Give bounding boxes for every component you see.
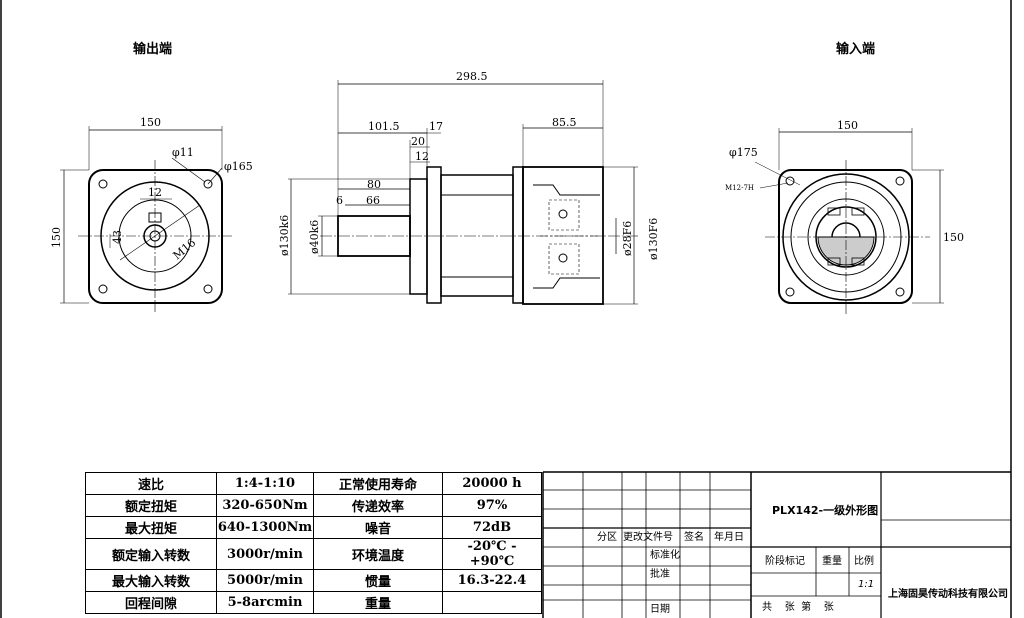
- tb-sign: 签名: [684, 532, 704, 543]
- spec-row: 速比 1:4-1:10 正常使用寿命 20000 h: [85, 472, 542, 495]
- side-shaft-len-dim: 80: [367, 178, 381, 191]
- spec-row: 回程间隙 5-8arcmin 重量: [85, 591, 542, 614]
- back-thread-dim: M12-7H: [725, 184, 754, 192]
- side-input-spigot-dim: ø130F6: [647, 218, 660, 260]
- front-key-width-dim: 12: [148, 186, 162, 199]
- spec-key: 速比: [85, 472, 217, 495]
- tb-date: 日期: [650, 604, 670, 615]
- spec-table: 速比 1:4-1:10 正常使用寿命 20000 h 额定扭矩 320-650N…: [85, 472, 542, 614]
- tb-approve: 批准: [650, 569, 670, 580]
- back-width-dim: 150: [837, 119, 858, 132]
- title-block-grid: [542, 471, 1011, 618]
- back-pcd-dim: φ175: [729, 146, 758, 159]
- side-pilot-dim: 20: [411, 135, 425, 148]
- side-key-offset-dim: 6: [336, 194, 343, 207]
- side-total-dim: 298.5: [456, 70, 488, 83]
- front-thread-dim: M16: [171, 236, 199, 262]
- input-end-label: 输入端: [836, 41, 875, 57]
- spec-value: 97%: [442, 494, 542, 517]
- drawing-title: PLX142-一级外形图: [772, 504, 879, 517]
- spec-value: 5-8arcmin: [216, 591, 314, 614]
- spec-value: [442, 591, 542, 614]
- spec-value: 320-650Nm: [216, 494, 314, 517]
- front-pcd-dim: φ165: [224, 160, 253, 173]
- spec-value: 5000r/min: [216, 569, 314, 592]
- tb-scale: 比例: [854, 556, 874, 567]
- spec-key: 噪音: [313, 516, 443, 539]
- spec-key: 惯量: [313, 569, 443, 592]
- side-shaft-dim: ø40k6: [308, 220, 321, 254]
- tb-zone: 分区: [597, 532, 617, 543]
- spec-row: 额定扭矩 320-650Nm 传递效率 97%: [85, 494, 542, 517]
- spec-value: 72dB: [442, 516, 542, 539]
- output-end-label: 输出端: [133, 41, 172, 57]
- tb-date-ymd: 年月日: [714, 532, 744, 543]
- tb-change-doc: 更改文件号: [623, 532, 673, 543]
- back-view: [754, 128, 944, 315]
- spec-key: 正常使用寿命: [313, 472, 443, 495]
- side-bore-dim: ø28F6: [621, 221, 634, 256]
- side-flange-dim: 101.5: [368, 120, 400, 133]
- spec-value: 1:4-1:10: [216, 472, 314, 495]
- tb-weight: 重量: [822, 556, 842, 567]
- front-bolt-hole-dim: φ11: [172, 146, 194, 159]
- tb-stage-mark: 阶段标记: [765, 556, 805, 567]
- tb-standardize: 标准化: [650, 550, 680, 561]
- spec-key: 重量: [313, 591, 443, 614]
- spec-key: 最大扭矩: [85, 516, 217, 539]
- spec-value: 640-1300Nm: [216, 516, 314, 539]
- back-height-dim: 150: [943, 231, 964, 244]
- tb-scale-value: 1:1: [858, 579, 875, 590]
- spec-key: 额定输入转数: [85, 538, 217, 570]
- spec-key: 传递效率: [313, 494, 443, 517]
- spec-value: 20000 h: [442, 472, 542, 495]
- spec-value: -20℃ - +90℃: [442, 538, 542, 570]
- front-height-dim: 150: [50, 227, 63, 248]
- spec-key: 回程间隙: [85, 591, 217, 614]
- tb-company: 上海固昊传动科技有限公司: [888, 589, 1008, 600]
- side-shaft-key-dim: 66: [366, 194, 380, 207]
- spec-key: 额定扭矩: [85, 494, 217, 517]
- spec-row: 最大扭矩 640-1300Nm 噪音 72dB: [85, 516, 542, 539]
- spec-value: 16.3-22.4: [442, 569, 542, 592]
- front-key-height-dim: 43: [111, 230, 124, 244]
- spec-value: 3000r/min: [216, 538, 314, 570]
- front-width-dim: 150: [140, 116, 161, 129]
- tb-sheets: 共 张 第 张: [762, 602, 834, 613]
- spec-key: 环境温度: [313, 538, 443, 570]
- side-spigot-dim: ø130k6: [278, 215, 291, 256]
- side-collar-dim: 12: [415, 150, 429, 163]
- front-view: [60, 126, 232, 312]
- side-input-len-dim: 85.5: [552, 116, 577, 129]
- side-view: [288, 80, 640, 305]
- spec-row: 额定输入转数 3000r/min 环境温度 -20℃ - +90℃: [85, 538, 542, 570]
- spec-key: 最大输入转数: [85, 569, 217, 592]
- side-flange-thk-dim: 17: [429, 120, 443, 133]
- spec-row: 最大输入转数 5000r/min 惯量 16.3-22.4: [85, 569, 542, 592]
